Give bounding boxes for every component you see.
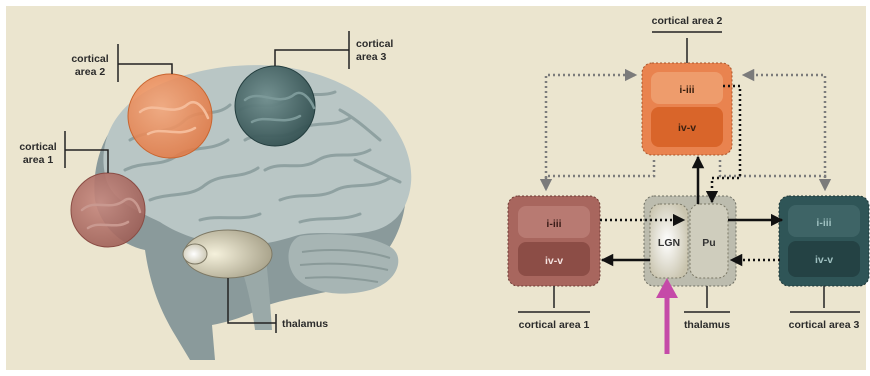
pu-label: Pu [702, 237, 715, 249]
lgn-highlight [183, 244, 207, 264]
right-title-cortical-area-2: cortical area 2 [652, 15, 723, 27]
lgn-label: LGN [658, 237, 680, 249]
area2-layer-upper-label: i-iii [679, 84, 694, 96]
cortical-area-3-circle [235, 66, 315, 146]
area2-layer-lower-label: iv-v [678, 122, 696, 134]
area3-layer-lower-label: iv-v [815, 254, 833, 266]
thalamus-box: LGN Pu [644, 196, 736, 286]
cortical-area-2-circle [128, 74, 212, 158]
right-title-thalamus: thalamus [684, 319, 730, 331]
right-title-cortical-area-3: cortical area 3 [789, 319, 860, 331]
cortical-area-1-box: i-iii iv-v [508, 196, 600, 286]
right-title-cortical-area-1: cortical area 1 [519, 319, 590, 331]
label-thalamus-left: thalamus [282, 318, 328, 330]
area1-layer-upper-label: i-iii [546, 218, 561, 230]
area3-layer-upper-label: i-iii [816, 217, 831, 229]
cortical-area-3-box: i-iii iv-v [779, 196, 869, 286]
cortical-area-2-box: i-iii iv-v [642, 63, 732, 155]
area1-layer-lower-label: iv-v [545, 255, 563, 267]
